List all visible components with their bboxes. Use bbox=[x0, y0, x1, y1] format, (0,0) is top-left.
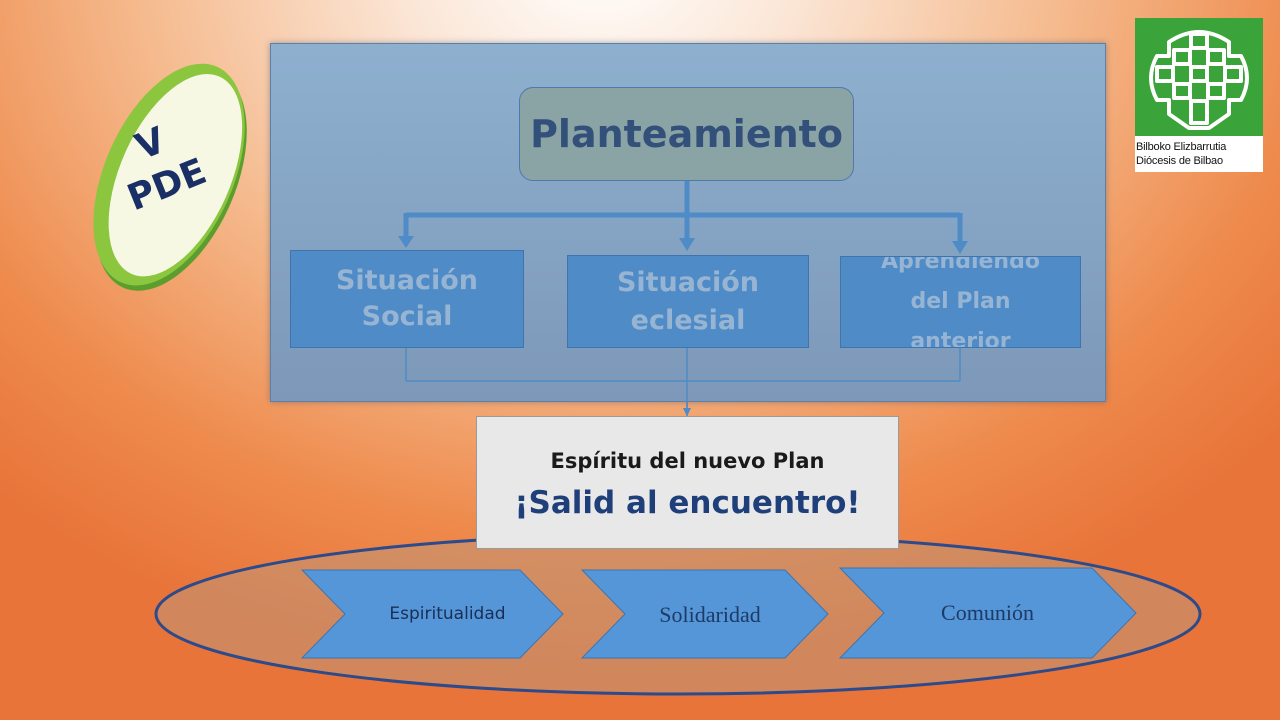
plan-anterior-line1: Aprendiendo bbox=[881, 256, 1040, 274]
plan-anterior-line2: del Plan bbox=[910, 289, 1011, 314]
espiritu-box: Espíritu del nuevo Plan ¡Salid al encuen… bbox=[476, 416, 899, 549]
planteamiento-box: Planteamiento bbox=[519, 87, 854, 181]
situacion-eclesial-line2: eclesial bbox=[630, 304, 746, 336]
situacion-social-box: Situación Social bbox=[290, 250, 524, 348]
cross-emblem-icon bbox=[1135, 18, 1263, 136]
logo-line1: Bilboko Elizbarrutia bbox=[1136, 141, 1227, 153]
situacion-social-line1: Situación bbox=[335, 265, 479, 296]
plan-anterior-line3: anterior bbox=[910, 329, 1011, 348]
situacion-eclesial-box: Situación eclesial bbox=[567, 255, 809, 348]
logo-line2: Diócesis de Bilbao bbox=[1136, 155, 1223, 167]
situacion-social-line2: Social bbox=[361, 301, 453, 332]
v-pde-badge bbox=[93, 63, 247, 291]
espiritu-slogan: ¡Salid al encuentro! bbox=[514, 485, 861, 521]
chevron-comunion bbox=[838, 567, 1137, 659]
chevron-solidaridad bbox=[580, 569, 829, 659]
planteamiento-title: Planteamiento bbox=[530, 112, 843, 156]
chevron-espiritualidad bbox=[300, 569, 564, 659]
situacion-eclesial-line1: Situación bbox=[616, 266, 760, 298]
plan-anterior-box: Aprendiendo del Plan anterior bbox=[840, 256, 1081, 348]
diocese-logo bbox=[1135, 18, 1263, 172]
espiritu-subtitle: Espíritu del nuevo Plan bbox=[550, 449, 825, 473]
